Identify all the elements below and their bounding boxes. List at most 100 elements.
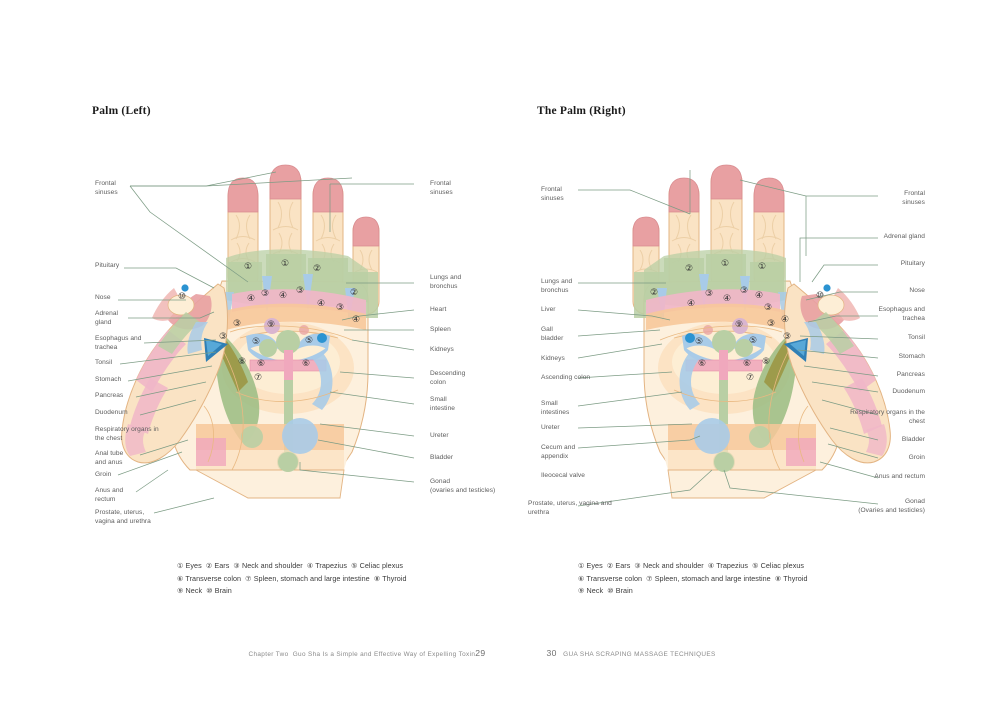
zone-marker-right-8: ④ bbox=[723, 294, 732, 304]
left-panel-leader-lines-right bbox=[299, 183, 415, 483]
zone-marker-left-18: ⑧ bbox=[238, 357, 247, 367]
label-ascending-colon-rl: Ascending colon bbox=[541, 374, 591, 381]
zone-marker-right-16: ⑥ bbox=[698, 359, 707, 369]
zone-marker-right-12: ③ bbox=[783, 332, 792, 342]
left-panel-leader-lines-left bbox=[117, 171, 353, 514]
label-pancreas-l: Pancreas bbox=[95, 392, 124, 399]
left-hand-diagram bbox=[121, 164, 380, 499]
label-anal-tube-anus-l: Anal tube and anus bbox=[95, 450, 124, 466]
label-respiratory-organs-l: Respiratory organs in the chest bbox=[95, 426, 159, 442]
zone-marker-left-13: ⑨ bbox=[267, 320, 276, 330]
label-bladder-lr: Bladder bbox=[430, 454, 454, 461]
zone-marker-right-15: ⑤ bbox=[749, 336, 758, 346]
label-gonad-rr: Gonad (Ovaries and testicles) bbox=[858, 498, 925, 514]
label-tonsil-l: Tonsil bbox=[95, 359, 113, 366]
label-nose-l: Nose bbox=[95, 294, 111, 301]
label-adrenal-gland-l: Adrenal gland bbox=[95, 310, 119, 326]
zone-marker-left-20: ⑩ bbox=[178, 292, 187, 302]
label-bladder-rr: Bladder bbox=[901, 436, 925, 443]
label-liver-rl: Liver bbox=[541, 306, 556, 313]
label-frontal-sinuses-lr: Frontal sinuses bbox=[430, 180, 453, 196]
zone-marker-right-1: ① bbox=[758, 262, 767, 272]
label-pituitary-rr: Pituitary bbox=[900, 260, 925, 267]
zone-marker-left-19: ⑦ bbox=[254, 373, 263, 383]
zone-marker-right-11: ③ bbox=[767, 319, 776, 329]
label-pituitary-l: Pituitary bbox=[95, 262, 120, 269]
footer-left-text: Chapter Two Guo Sha Is a Simple and Effe… bbox=[248, 651, 476, 658]
label-groin-rr: Groin bbox=[908, 454, 925, 461]
label-lungs-bronchus-lr: Lungs and bronchus bbox=[430, 274, 462, 290]
label-kidneys-lr: Kidneys bbox=[430, 346, 454, 353]
zone-marker-right-4: ③ bbox=[740, 286, 749, 296]
label-stomach-l: Stomach bbox=[95, 376, 122, 383]
label-stomach-rr: Stomach bbox=[898, 353, 925, 360]
page-title-right: The Palm (Right) bbox=[537, 105, 626, 117]
zone-marker-left-10: ④ bbox=[352, 315, 361, 325]
label-gall-bladder-rl: Gall bladder bbox=[541, 326, 564, 342]
label-prostate-uterus-rl: Prostate, uterus, vagina and urethra bbox=[528, 500, 612, 516]
label-spleen-lr: Spleen bbox=[430, 326, 451, 333]
zone-marker-right-9: ④ bbox=[687, 299, 696, 309]
zone-marker-right-10: ④ bbox=[781, 315, 790, 325]
label-cecum-appendix-rl: Cecum and appendix bbox=[541, 444, 576, 460]
label-pancreas-rr: Pancreas bbox=[896, 371, 925, 378]
label-duodenum-l: Duodenum bbox=[95, 409, 128, 416]
label-frontal-sinuses-l: Frontal sinuses bbox=[95, 180, 118, 196]
label-groin-l: Groin bbox=[95, 471, 112, 478]
zone-marker-left-11: ③ bbox=[233, 319, 242, 329]
label-small-intestine-lr: Small intestine bbox=[430, 396, 456, 412]
zone-marker-left-3: ② bbox=[350, 288, 359, 298]
page-number-30: 30 bbox=[546, 648, 557, 658]
page-number-29: 29 bbox=[475, 648, 486, 658]
zone-marker-right-6: ③ bbox=[764, 303, 773, 313]
zone-marker-right-13: ⑨ bbox=[735, 320, 744, 330]
zone-marker-left-15: ⑤ bbox=[305, 336, 314, 346]
label-heart-lr: Heart bbox=[430, 306, 447, 313]
label-descending-colon-lr: Descending colon bbox=[430, 370, 466, 386]
zone-marker-left-4: ③ bbox=[261, 289, 270, 299]
zone-marker-left-1: ① bbox=[281, 259, 290, 269]
label-anus-rectum-rr: Anus and rectum bbox=[874, 473, 925, 480]
label-gonad-lr: Gonad (ovaries and testicles) bbox=[430, 478, 496, 494]
label-ileocecal-valve-rl: Ileocecal valve bbox=[541, 472, 585, 479]
label-kidneys-rl: Kidneys bbox=[541, 355, 565, 362]
zone-marker-left-9: ④ bbox=[317, 299, 326, 309]
zone-marker-right-0: ① bbox=[721, 259, 730, 269]
zone-marker-right-19: ⑦ bbox=[746, 373, 755, 383]
label-frontal-sinuses-rl: Frontal sinuses bbox=[541, 186, 564, 202]
zone-marker-right-2: ② bbox=[685, 264, 694, 274]
label-respiratory-organs-rr: Respiratory organs in the chest bbox=[850, 409, 925, 425]
right-hand-diagram bbox=[632, 164, 891, 499]
zone-marker-left-12: ③ bbox=[219, 332, 228, 342]
label-esophagus-trachea-l: Esophagus and trachea bbox=[95, 335, 142, 351]
zone-marker-right-18: ⑧ bbox=[762, 357, 771, 367]
zone-marker-right-3: ② bbox=[650, 288, 659, 298]
label-duodenum-rr: Duodenum bbox=[892, 388, 925, 395]
label-ureter-rl: Ureter bbox=[541, 424, 560, 431]
zone-marker-right-7: ④ bbox=[755, 291, 764, 301]
zone-marker-left-8: ④ bbox=[279, 291, 288, 301]
footer-right: 30 GUA SHA SCRAPING MASSAGE TECHNIQUES bbox=[538, 641, 716, 665]
zone-marker-left-14: ⑤ bbox=[252, 337, 261, 347]
label-adrenal-gland-rr: Adrenal gland bbox=[883, 233, 925, 240]
right-panel-leader-lines-left bbox=[577, 170, 713, 507]
zone-marker-left-0: ① bbox=[244, 262, 253, 272]
zone-marker-left-16: ⑥ bbox=[257, 359, 266, 369]
label-prostate-uterus-l: Prostate, uterus, vagina and urethra bbox=[95, 509, 151, 525]
label-nose-rr: Nose bbox=[909, 287, 925, 294]
label-esophagus-trachea-rr: Esophagus and trachea bbox=[878, 306, 925, 322]
zone-marker-right-5: ③ bbox=[705, 289, 714, 299]
zone-marker-left-17: ⑥ bbox=[302, 359, 311, 369]
footer-right-text: GUA SHA SCRAPING MASSAGE TECHNIQUES bbox=[563, 651, 716, 658]
zone-marker-left-5: ③ bbox=[296, 286, 305, 296]
label-frontal-sinuses-rr: Frontal sinuses bbox=[902, 190, 925, 206]
zone-marker-left-2: ② bbox=[313, 264, 322, 274]
zone-marker-left-6: ③ bbox=[336, 303, 345, 313]
legend-right: ① Eyes ② Ears ③ Neck and shoulder ④ Trap… bbox=[578, 561, 808, 596]
zone-marker-right-20: ⑩ bbox=[816, 291, 825, 301]
label-anus-rectum-l: Anus and rectum bbox=[95, 487, 124, 503]
zone-marker-right-17: ⑥ bbox=[743, 359, 752, 369]
page-title-left: Palm (Left) bbox=[92, 105, 151, 117]
label-tonsil-rr: Tonsil bbox=[907, 334, 925, 341]
label-small-intestines-rl: Small intestines bbox=[541, 400, 570, 416]
